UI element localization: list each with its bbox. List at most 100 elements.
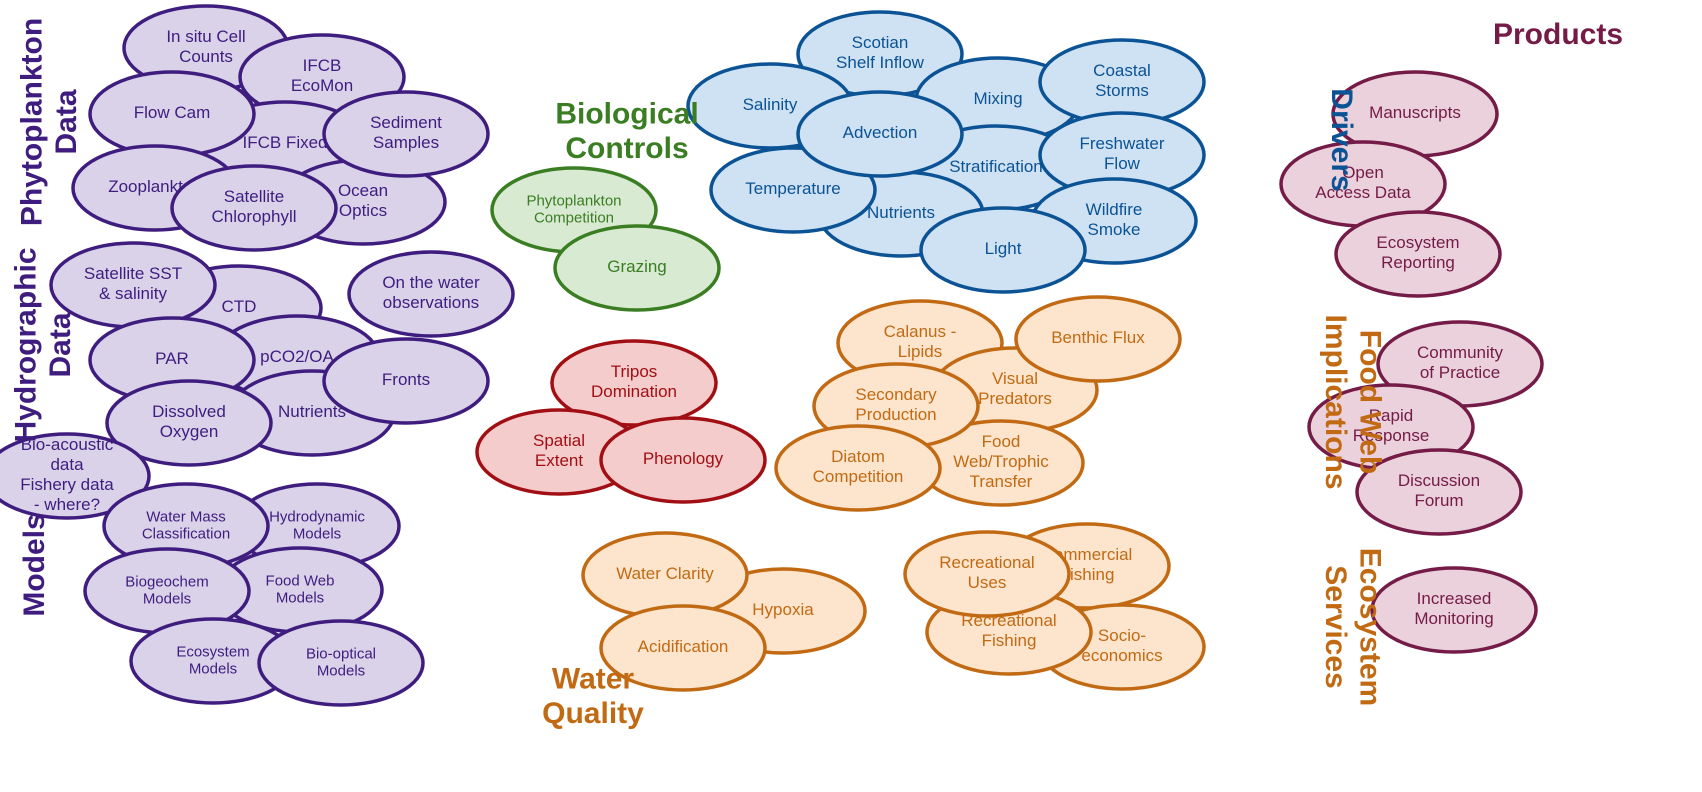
node-hydrographic-fronts: Fronts (322, 337, 490, 425)
node-drivers-advection: Advection (796, 90, 964, 178)
heading-phytoplankton-data: PhytoplanktonData (15, 18, 83, 226)
ellipse-shape (796, 90, 964, 178)
ellipse-shape (170, 164, 338, 252)
node-label: Fronts (382, 370, 430, 389)
ellipse-shape (774, 424, 942, 512)
ellipse-shape (599, 416, 767, 504)
node-waterquality-water-clarity: Water Clarity (581, 531, 749, 619)
ellipse-shape (599, 604, 767, 692)
heading-drivers: Drivers (1325, 88, 1358, 191)
node-label: Calanus -Lipids (884, 322, 957, 361)
node-label: PAR (155, 349, 189, 368)
ellipse-shape (903, 530, 1071, 618)
node-label: Water Clarity (616, 564, 714, 583)
node-label: Stratification (949, 157, 1043, 176)
node-biological-grazing: Grazing (553, 224, 721, 312)
node-label: Flow Cam (134, 103, 211, 122)
heading-models: Models (18, 513, 51, 616)
node-label: Manuscripts (1369, 103, 1461, 122)
heading-food-web-implications: Food WebImplications (1319, 314, 1387, 489)
ellipse-shape (347, 250, 515, 338)
node-waterquality-acidification: Acidification (599, 604, 767, 692)
node-label: Nutrients (867, 203, 935, 222)
node-label: Socio-economics (1081, 626, 1162, 665)
node-label: Nutrients (278, 402, 346, 421)
node-label: pCO2/OA (260, 347, 334, 366)
ellipse-shape (553, 224, 721, 312)
ellipse-shape (322, 337, 490, 425)
ellipse-shape (322, 90, 490, 178)
node-label: CTD (222, 297, 257, 316)
node-phytoplankton-flow-cam: Flow Cam (88, 70, 256, 158)
node-label: IFCB Fixed (242, 133, 327, 152)
ellipse-shape (257, 619, 425, 707)
node-label: Benthic Flux (1051, 328, 1145, 347)
node-label: Advection (843, 123, 918, 142)
heading-ecosystem-services: EcosystemServices (1319, 548, 1387, 706)
node-foodweb-benthic-flux: Benthic Flux (1014, 295, 1182, 383)
node-label: Mixing (973, 89, 1022, 108)
ellipse-shape (1014, 295, 1182, 383)
heading-products: Products (1493, 18, 1623, 51)
node-products-manuscripts: Manuscripts (1331, 70, 1499, 158)
node-label: Acidification (638, 637, 729, 656)
ellipse-shape (919, 206, 1087, 294)
node-label: Grazing (607, 257, 667, 276)
node-label: Temperature (745, 179, 840, 198)
node-hab-phenology: Phenology (599, 416, 767, 504)
node-hydrographic-ctd: Satellite SST& salinity (49, 241, 217, 329)
